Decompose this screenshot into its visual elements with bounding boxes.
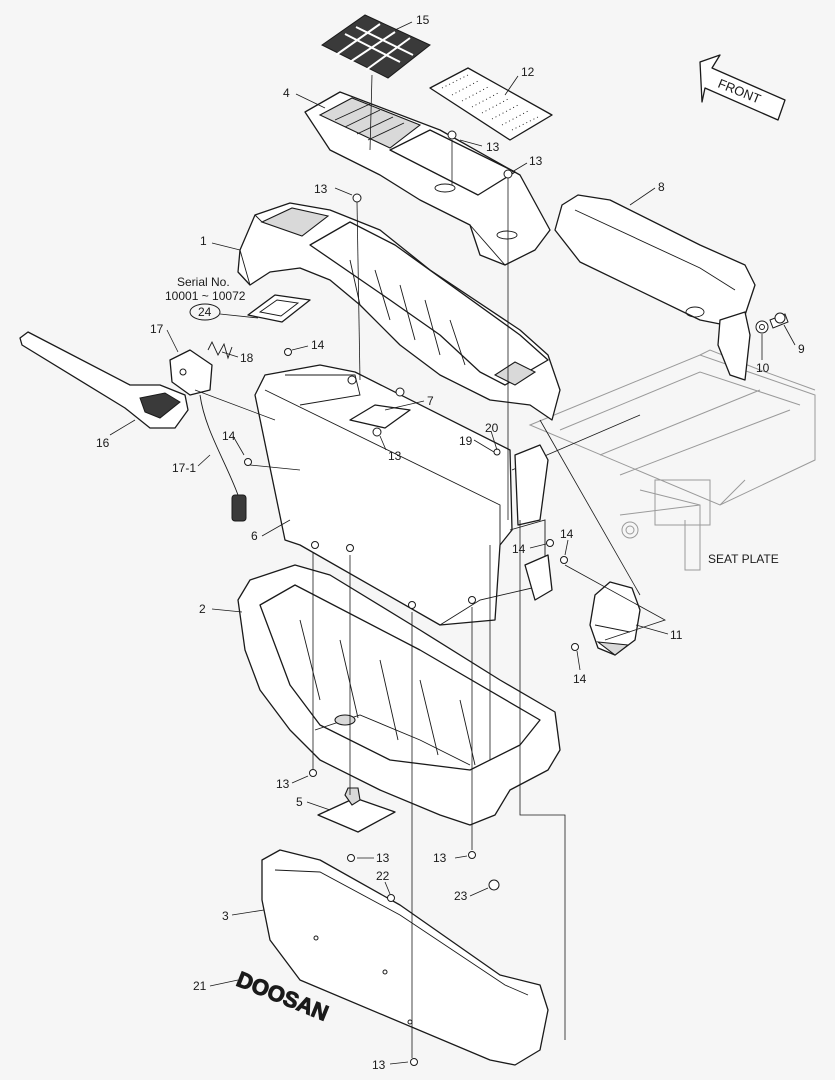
leader-lines [109,21,796,1065]
callout-2: 2 [199,602,206,616]
part-17-1-harness [199,394,247,522]
serial-number-title: Serial No. [177,275,230,289]
callout-14: 14 [560,527,574,541]
callout-10: 10 [756,361,770,375]
callout-13: 13 [486,140,500,154]
callout-21: 21 [193,979,207,993]
part-5-grommet-plate [317,787,396,833]
callout-13: 13 [372,1058,386,1072]
part-4-top-cover [304,91,551,266]
part-2-lower-shell [237,564,561,826]
callout-18: 18 [240,351,254,365]
part-6-bracket-frame [254,364,553,626]
callout-12: 12 [521,65,535,79]
callout-14: 14 [512,542,526,556]
part-18-spring [207,340,233,360]
callout-16: 16 [96,436,110,450]
callout-6: 6 [251,529,258,543]
callout-labels: 15 12 4 13 13 13 8 1 24 9 10 17 18 14 7 … [96,13,805,1072]
part-12-perforated-mat [429,67,553,141]
callout-19: 19 [459,434,473,448]
part-8-armrest [554,194,756,381]
callout-4: 4 [283,86,290,100]
callout-24: 24 [198,305,212,319]
seat-plate-assembly [511,349,816,571]
callout-11: 11 [670,628,683,642]
callout-3: 3 [222,909,229,923]
part-16-control-lever [19,331,189,429]
front-direction-arrow: FRONT [699,54,786,121]
serial-number-range: 10001 ~ 10072 [165,289,246,303]
callout-14: 14 [222,429,236,443]
callout-24-circle [189,303,221,321]
fasteners [244,130,579,1066]
part-1-console-shell [237,202,561,421]
callout-17-1: 17-1 [172,461,196,475]
callout-14: 14 [311,338,325,352]
callout-13: 13 [433,851,447,865]
callout-13: 13 [388,449,402,463]
part-10-washer [755,320,769,334]
callout-9: 9 [798,342,805,356]
callout-1: 1 [200,234,207,248]
part-24-gasket [247,294,311,323]
callout-13: 13 [529,154,543,168]
callout-5: 5 [296,795,303,809]
part-17-switch [169,349,213,396]
callout-14: 14 [573,672,587,686]
callout-7: 7 [427,394,434,408]
seat-plate-label: SEAT PLATE [708,552,779,566]
alignment-lines [194,74,666,1058]
callout-8: 8 [658,180,665,194]
part-3-side-cover [261,849,549,1066]
part-15-key-pad [321,14,431,79]
callout-22: 22 [376,869,390,883]
part-9-bolt [769,312,789,329]
callout-23: 23 [454,889,468,903]
callout-13: 13 [314,182,328,196]
part-11-bumper-block [589,581,641,656]
callout-13: 13 [376,851,390,865]
callout-15: 15 [416,13,430,27]
callout-20: 20 [485,421,499,435]
callout-17: 17 [150,322,164,336]
callout-13: 13 [276,777,290,791]
